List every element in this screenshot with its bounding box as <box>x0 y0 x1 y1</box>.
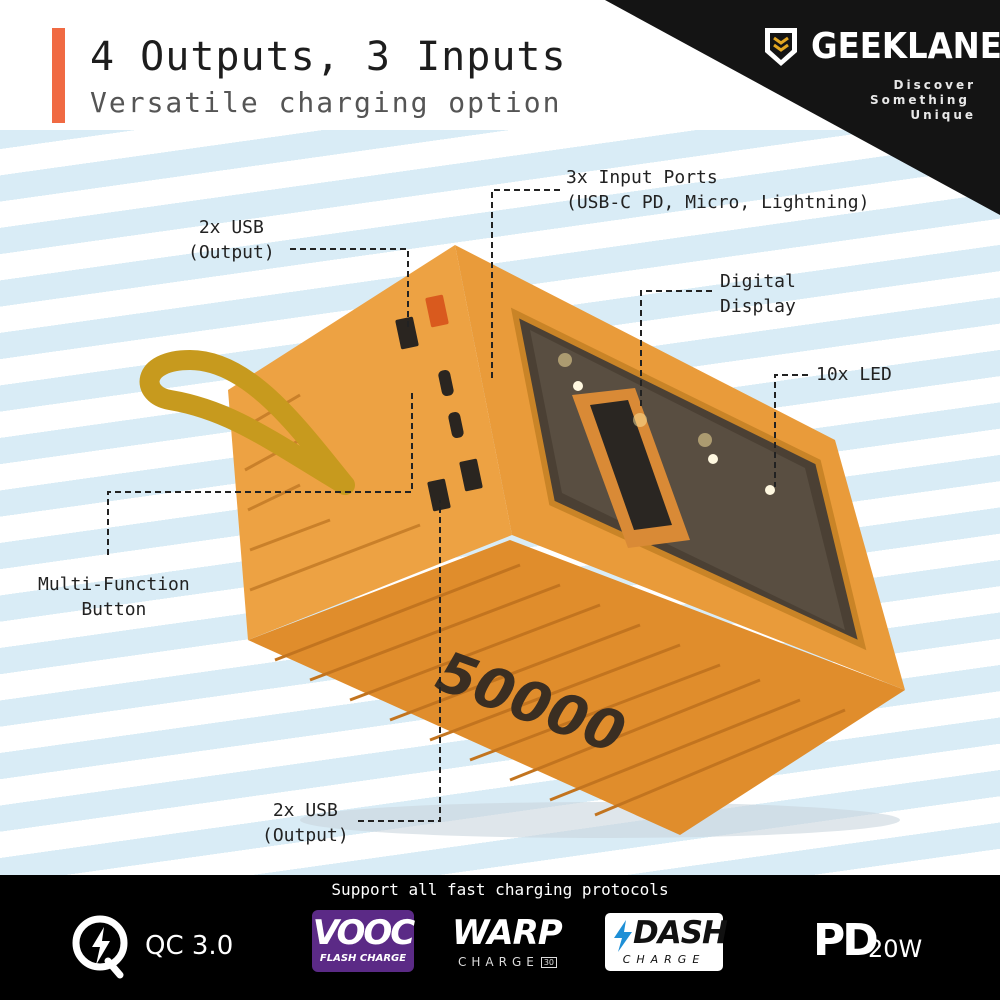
callout-input-ports: 3x Input Ports (USB-C PD, Micro, Lightni… <box>566 165 869 215</box>
dash-sub-text: CHARGE <box>622 953 706 966</box>
dash-main-text: DASH <box>633 915 728 951</box>
carry-strap <box>139 349 355 495</box>
qc-label: QC 3.0 <box>145 931 234 961</box>
pd-main-text: PD <box>813 915 879 966</box>
vooc-logo: VOOC FLASH CHARGE <box>312 910 415 972</box>
footer-title: Support all fast charging protocols <box>331 880 669 899</box>
callout-led: 10x LED <box>816 362 892 387</box>
lightning-bolt-icon <box>614 920 632 952</box>
accent-bar <box>52 28 65 123</box>
dash-logo: DASH CHARGE <box>605 913 728 971</box>
brand-tagline-3: Unique <box>910 108 976 122</box>
callout-usb-top: 2x USB (Output) <box>188 215 275 265</box>
callout-button-line2: Button <box>81 599 147 620</box>
brand-corner-banner <box>605 0 1000 215</box>
callout-display: Digital Display <box>720 269 796 319</box>
callout-usb-bottom: 2x USB (Output) <box>262 798 349 848</box>
subheadline: Versatile charging option <box>90 86 562 119</box>
callout-usb-bottom-line1: 2x USB <box>272 800 338 821</box>
protocol-footer: Support all fast charging protocols QC 3… <box>0 875 1000 1000</box>
warp-sub-text: CHARGE <box>458 955 539 969</box>
vooc-main-text: VOOC <box>312 913 415 953</box>
warp-main-text: WARP <box>452 913 563 953</box>
callout-usb-top-line2: (Output) <box>188 242 275 263</box>
power-bank-body <box>228 245 905 835</box>
vooc-sub-text: FLASH CHARGE <box>319 953 407 964</box>
port-panel <box>395 294 483 512</box>
brand-logo: GEEKLANE Discover Something Unique <box>763 26 1000 136</box>
brand-tagline-1: Discover <box>893 78 976 92</box>
callout-usb-top-line1: 2x USB <box>198 217 264 238</box>
callout-input-ports-line2: (USB-C PD, Micro, Lightning) <box>566 192 870 213</box>
quick-charge-icon <box>72 915 128 979</box>
callout-button-line1: Multi-Function <box>38 574 190 595</box>
pd-sub-text: 20W <box>868 935 923 963</box>
headline: 4 Outputs, 3 Inputs <box>90 34 567 80</box>
shield-logo-icon <box>765 28 797 66</box>
callout-input-ports-line1: 3x Input Ports <box>566 167 718 188</box>
brand-tagline-2: Something <box>869 93 970 107</box>
callout-display-line1: Digital <box>720 271 796 292</box>
brand-name: GEEKLANE <box>811 26 1000 67</box>
warp-badge: 30 <box>540 957 558 968</box>
callout-usb-bottom-line2: (Output) <box>262 825 349 846</box>
callout-button: Multi-Function Button <box>38 572 190 622</box>
callout-lines <box>107 189 808 822</box>
callout-led-line1: 10x LED <box>816 364 892 385</box>
callout-display-line2: Display <box>720 296 796 317</box>
